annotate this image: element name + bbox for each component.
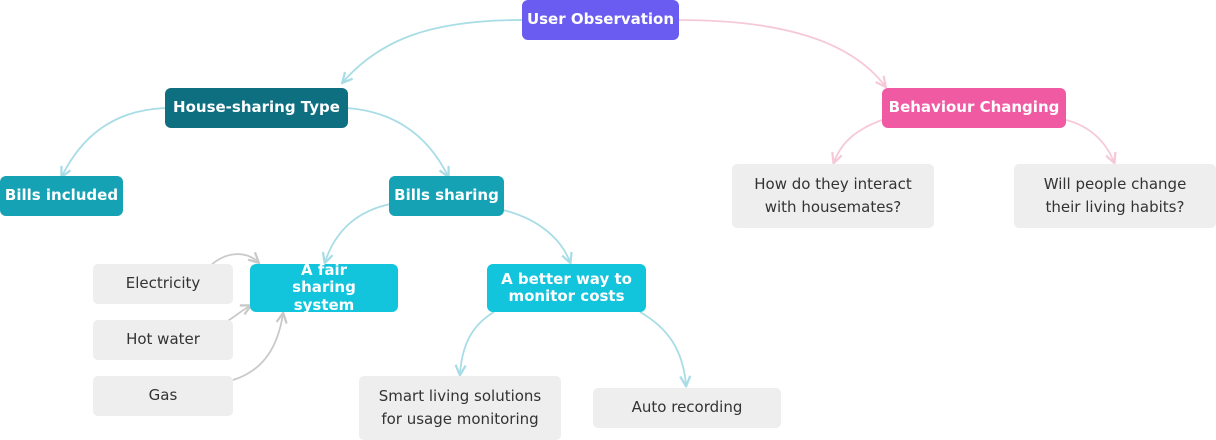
edge-behaviour-to-interact: [834, 119, 883, 162]
node-hot-water-label: Hot water: [126, 330, 200, 349]
node-gas-label: Gas: [148, 386, 178, 405]
node-electricity-label: Electricity: [125, 274, 201, 293]
edge-monitor-costs-to-smart-living: [460, 311, 495, 374]
edge-electricity-to-fair-system: [209, 254, 258, 267]
node-change-habits-label: Will people change their living habits?: [1043, 174, 1187, 216]
node-fair-sharing-system-label: A fair sharing system: [292, 261, 356, 314]
edge-house-sharing-to-bills-included: [62, 107, 167, 176]
node-house-sharing-type[interactable]: House-sharing Type: [165, 88, 348, 128]
node-user-observation[interactable]: User Observation: [522, 0, 679, 40]
node-change-habits[interactable]: Will people change their living habits?: [1014, 164, 1216, 228]
node-bills-included-label: Bills included: [4, 186, 119, 205]
node-gas[interactable]: Gas: [93, 376, 233, 416]
node-interact-housemates-label: How do they interact with housemates?: [754, 174, 912, 216]
edge-behaviour-to-habits: [1065, 119, 1114, 162]
edge-gas-to-fair-system: [232, 314, 283, 381]
node-monitor-costs[interactable]: A better way to monitor costs: [487, 264, 646, 312]
node-bills-sharing-label: Bills sharing: [394, 186, 499, 205]
node-auto-recording[interactable]: Auto recording: [593, 388, 781, 428]
node-interact-housemates[interactable]: How do they interact with housemates?: [732, 164, 934, 228]
edge-monitor-costs-to-auto-recording: [639, 311, 686, 385]
node-auto-recording-label: Auto recording: [631, 398, 743, 417]
edge-bills-sharing-to-fair-system: [325, 203, 391, 262]
edge-user-observation-to-behaviour: [678, 19, 885, 86]
node-electricity[interactable]: Electricity: [93, 264, 233, 304]
node-fair-sharing-system[interactable]: A fair sharing system: [250, 261, 398, 314]
node-hot-water[interactable]: Hot water: [93, 320, 233, 360]
node-bills-included[interactable]: Bills included: [0, 176, 123, 216]
edge-bills-sharing-to-monitor-costs: [502, 209, 570, 262]
node-bills-sharing[interactable]: Bills sharing: [389, 176, 504, 216]
node-behaviour-changing[interactable]: Behaviour Changing: [882, 88, 1066, 128]
node-smart-living-label: Smart living solutions for usage monitor…: [378, 386, 542, 428]
edge-user-observation-to-house-sharing: [343, 19, 523, 82]
node-user-observation-label: User Observation: [526, 10, 675, 29]
node-monitor-costs-label: A better way to monitor costs: [501, 269, 632, 305]
edge-house-sharing-to-bills-sharing: [346, 107, 448, 176]
node-smart-living[interactable]: Smart living solutions for usage monitor…: [359, 376, 561, 440]
node-behaviour-changing-label: Behaviour Changing: [888, 98, 1060, 117]
node-house-sharing-type-label: House-sharing Type: [173, 98, 340, 117]
